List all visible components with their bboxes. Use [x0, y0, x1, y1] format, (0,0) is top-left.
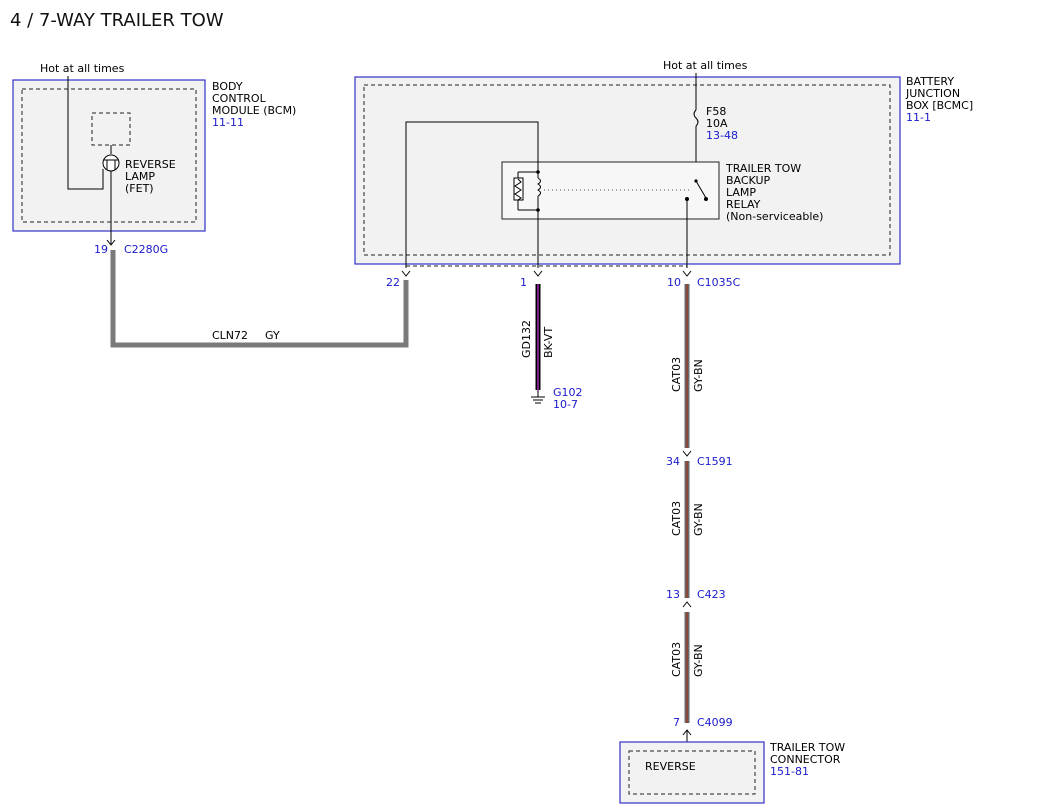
coil-feed-wire	[405, 121, 539, 268]
ground-ref: 10-7	[553, 398, 578, 411]
c2280g-pin: 19	[94, 243, 108, 256]
gd132-color: BK-VT	[542, 327, 555, 358]
c2280g-pin-icon	[106, 239, 116, 246]
c423-connector: C423	[697, 588, 726, 601]
c1591-pin: 34	[666, 455, 680, 468]
pin-10-label: 10	[667, 276, 681, 289]
c1591-pin-icon	[682, 450, 692, 457]
bjb-name-line-1: BATTERY	[906, 75, 954, 88]
relay-coil-icon	[513, 170, 541, 212]
trailer-name-line-1: TRAILER TOW	[769, 741, 845, 754]
wire-gd132: GD132 BK-VT G102 10-7	[520, 284, 583, 411]
bjb-ref: 11-1	[906, 111, 931, 124]
bjb-inner-box	[363, 84, 891, 256]
fuse-rating: 10A	[706, 117, 728, 130]
cln72-color: GY	[265, 329, 280, 342]
cat03-a-color: GY-BN	[692, 359, 705, 392]
c1035c-connector: C1035C	[697, 276, 741, 289]
bcm-name-line-2: CONTROL	[212, 92, 267, 105]
fet-label-line-2: LAMP	[125, 170, 155, 183]
pin-10-icon	[682, 270, 692, 277]
ground-name: G102	[553, 386, 583, 399]
fuse-name: F58	[706, 105, 726, 118]
trailer-name-line-2: CONNECTOR	[770, 753, 841, 766]
pin-1-icon	[533, 270, 543, 277]
cln72-cable	[110, 250, 409, 348]
cln72-circuit: CLN72	[212, 329, 248, 342]
bcm-ref: 11-11	[212, 116, 244, 129]
cat03-b-circuit: CAT03	[670, 501, 683, 536]
relay-label-line-5: (Non-serviceable)	[726, 210, 823, 223]
relay-label-line-4: RELAY	[726, 198, 761, 211]
fuse-ref: 13-48	[706, 129, 738, 142]
relay-contact-icon	[685, 179, 708, 201]
bjb-name-line-2: JUNCTION	[905, 87, 960, 100]
bcm-name-line-3: MODULE (BCM)	[212, 104, 296, 117]
fet-label-line-3: (FET)	[125, 182, 154, 195]
fet-label-line-1: REVERSE	[125, 158, 176, 171]
ground-icon	[531, 390, 545, 404]
bjb-name-line-3: BOX [BCMC]	[906, 99, 973, 112]
cat03-b-color: GY-BN	[692, 503, 705, 536]
bjb-power-label: Hot at all times	[663, 59, 748, 72]
relay-label-line-1: TRAILER TOW	[725, 162, 801, 175]
cat03-c-color: GY-BN	[692, 644, 705, 677]
cat03-c-circuit: CAT03	[670, 642, 683, 677]
fuse-icon	[693, 109, 699, 127]
trailer-pin-label: REVERSE	[645, 760, 696, 773]
pin-22-icon	[401, 270, 411, 277]
trailer-ref: 151-81	[770, 765, 809, 778]
trailer-tow-connector: REVERSE TRAILER TOW CONNECTOR 151-81	[619, 741, 845, 804]
c4099-pin: 7	[673, 716, 680, 729]
pin-22-label: 22	[386, 276, 400, 289]
c2280g-connector: C2280G	[124, 243, 168, 256]
c1591-connector: C1591	[697, 455, 733, 468]
pin-1-label: 1	[520, 276, 527, 289]
cat03-a-circuit: CAT03	[670, 357, 683, 392]
bcm-inner-box	[21, 88, 197, 223]
gd132-circuit: GD132	[520, 320, 533, 358]
wire-cln72: CLN72 GY	[110, 250, 409, 348]
wire-cat03: CAT03 GY-BN 34 C1591 CAT03 GY-BN 13 C423…	[666, 284, 733, 750]
bcm-name-line-1: BODY	[212, 80, 243, 93]
bcm-power-wire	[67, 76, 104, 190]
relay-label-line-3: LAMP	[726, 186, 756, 199]
fet-switch-icon	[102, 154, 120, 172]
trailer-inner-box	[628, 750, 756, 795]
c423-pin: 13	[666, 588, 680, 601]
trailer-outer-box	[619, 741, 765, 804]
body-control-module: Hot at all times BODY CONTROL MODULE (BC…	[12, 62, 296, 256]
relay-label-line-2: BACKUP	[726, 174, 771, 187]
battery-junction-box: Hot at all times BATTERY JUNCTION BOX [B…	[354, 59, 973, 289]
c423-pin-icon	[682, 601, 692, 608]
bcm-power-label: Hot at all times	[40, 62, 125, 75]
page-title: 4 / 7-WAY TRAILER TOW	[10, 10, 224, 31]
c4099-connector: C4099	[697, 716, 733, 729]
